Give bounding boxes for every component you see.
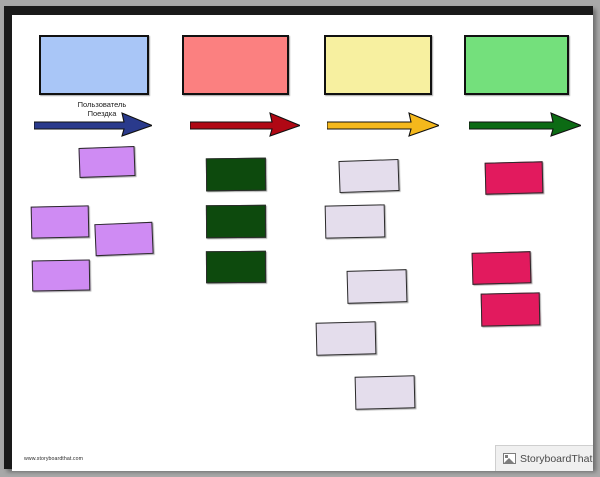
sticky-note-c3-4[interactable] xyxy=(315,321,377,356)
canvas-frame: Пользователь Поездка www.storyboardthat.… xyxy=(4,6,593,471)
sticky-note-c3-5[interactable] xyxy=(354,375,416,410)
picture-icon xyxy=(503,453,516,464)
sticky-note-c3-3[interactable] xyxy=(346,269,408,304)
brand-name: StoryboardThat xyxy=(520,452,593,465)
user-journey-label-line2: Поездка xyxy=(87,109,117,118)
storyboard-canvas[interactable]: Пользователь Поездка www.storyboardthat.… xyxy=(12,15,593,471)
header-box-column-1[interactable] xyxy=(39,35,149,95)
sticky-note-c4-2[interactable] xyxy=(471,251,532,285)
sticky-note-c1-4[interactable] xyxy=(31,259,91,292)
user-journey-label: Пользователь Поездка xyxy=(48,100,156,118)
arrow-shape-4 xyxy=(469,112,581,137)
sticky-note-c4-1[interactable] xyxy=(484,161,544,195)
sticky-note-c3-1[interactable] xyxy=(338,158,400,194)
sticky-note-c2-3[interactable] xyxy=(205,250,267,284)
arrow-shape-1 xyxy=(34,112,152,137)
sticky-note-c4-3[interactable] xyxy=(480,292,541,327)
sticky-note-c2-1[interactable] xyxy=(205,157,267,192)
sticky-note-c2-2[interactable] xyxy=(205,204,267,239)
sticky-note-c1-3[interactable] xyxy=(94,221,154,257)
user-journey-label-line1: Пользователь xyxy=(77,100,127,109)
arrow-shape-2 xyxy=(190,112,300,137)
arrow-column-2[interactable] xyxy=(190,111,300,141)
arrow-shape-3 xyxy=(327,112,439,137)
sticky-note-c1-2[interactable] xyxy=(30,205,90,239)
watermark-url: www.storyboardthat.com xyxy=(24,456,83,462)
header-box-column-4[interactable] xyxy=(464,35,569,95)
header-box-column-2[interactable] xyxy=(182,35,289,95)
sticky-note-c3-2[interactable] xyxy=(324,204,386,239)
header-box-column-3[interactable] xyxy=(324,35,432,95)
brand-badge[interactable]: StoryboardThat xyxy=(495,445,593,471)
arrow-column-4[interactable] xyxy=(469,111,581,141)
arrow-column-3[interactable] xyxy=(327,111,439,141)
arrow-column-1[interactable] xyxy=(34,111,152,141)
sticky-note-c1-1[interactable] xyxy=(78,146,136,178)
